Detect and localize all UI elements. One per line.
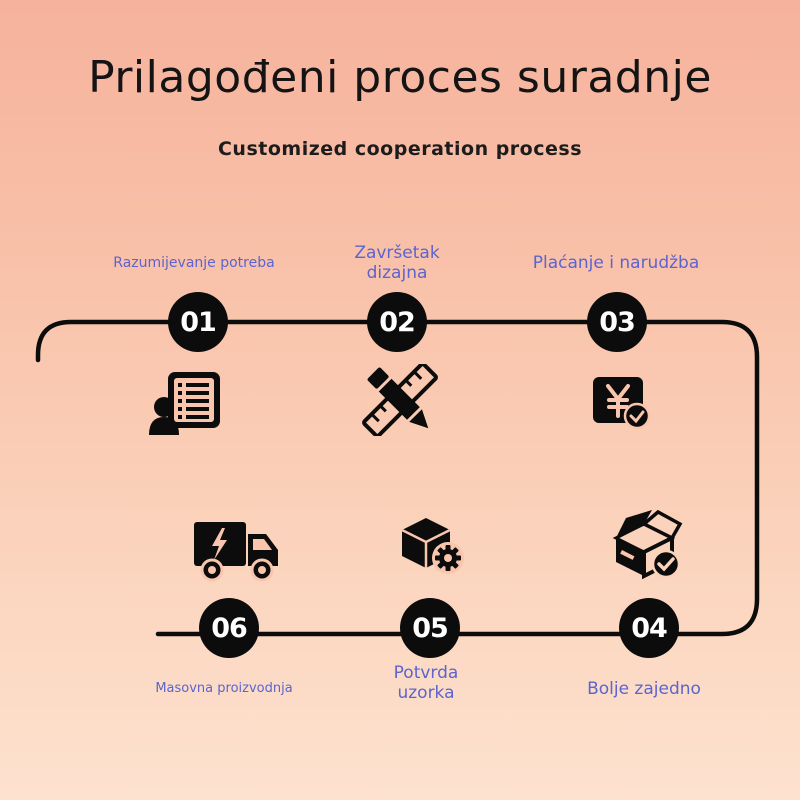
pencil-ruler-icon bbox=[362, 364, 438, 436]
step-05-node: 05 bbox=[400, 598, 460, 658]
step-01-node: 01 bbox=[168, 292, 228, 352]
open-box-check-icon bbox=[612, 509, 683, 580]
yuan-payment-check-icon bbox=[593, 377, 651, 430]
delivery-truck-icon bbox=[194, 522, 278, 582]
step-05-label: Potvrda uzorka bbox=[393, 663, 459, 704]
step-02-label: Završetak dizajna bbox=[354, 243, 440, 284]
customer-list-icon bbox=[149, 372, 220, 435]
page-subtitle: Customized cooperation process bbox=[217, 138, 582, 160]
step-02-node: 02 bbox=[367, 292, 427, 352]
step-06-label: Masovna proizvodnja bbox=[155, 681, 293, 696]
step-04-label: Bolje zajedno bbox=[587, 679, 701, 699]
step-04-node: 04 bbox=[619, 598, 679, 658]
step-03-label: Plaćanje i narudžba bbox=[532, 253, 700, 273]
step-01-label: Razumijevanje potreba bbox=[113, 255, 275, 271]
cube-gear-icon bbox=[401, 518, 464, 574]
step-06-node: 06 bbox=[199, 598, 259, 658]
page-title: Prilagođeni proces suradnje bbox=[88, 52, 712, 103]
step-03-node: 03 bbox=[587, 292, 647, 352]
